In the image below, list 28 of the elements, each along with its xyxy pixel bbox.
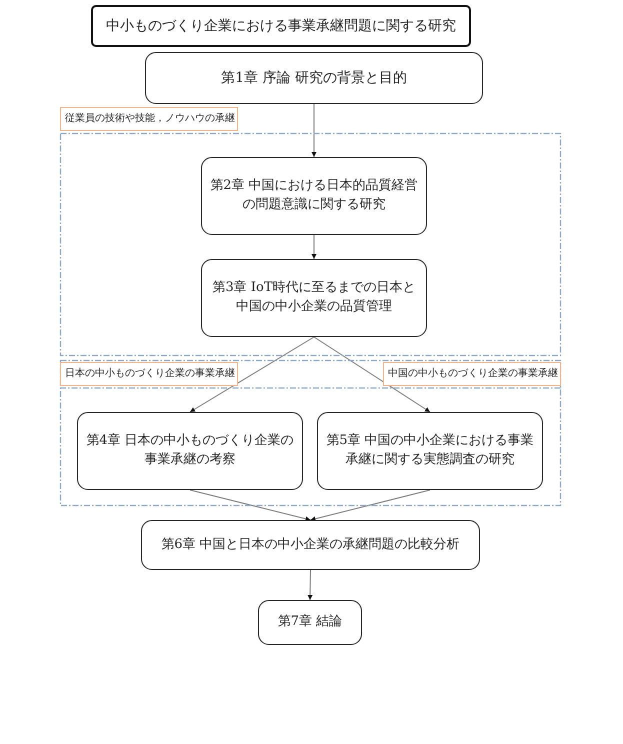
chapter-text: 第4章 日本の中小ものづくり企業の事業承継の考察 (86, 432, 294, 469)
chapter-box (317, 412, 543, 490)
arrow (308, 570, 313, 600)
arrow (312, 104, 316, 158)
arrow (310, 490, 430, 522)
arrow (314, 336, 430, 412)
section-label: 従業員の技術や技能，ノウハウの承継 (60, 107, 238, 131)
title-text: 中小ものづくり企業における事業承継問題に関する研究 (106, 17, 456, 35)
chapter-text: 第6章 中国と日本の中小企業の承継問題の比較分析 (161, 536, 460, 554)
dashed-region (60, 360, 561, 506)
arrow (312, 234, 316, 260)
chapter-text: 第5章 中国の中小企業における事業承継に関する実態調査の研究 (326, 432, 534, 469)
chapter-box (201, 259, 427, 337)
section-label: 中国の中小ものづくり企業の事業承継 (383, 362, 561, 386)
chapter-text: 第7章 結論 (278, 613, 342, 632)
chapter-box (141, 520, 480, 570)
chapter-box (77, 412, 303, 490)
title-box (91, 5, 471, 47)
chapter-text: 第3章 IoT時代に至るまでの日本と中国の中小企業の品質管理 (211, 279, 417, 316)
section-label: 日本の中小ものづくり企業の事業承継 (60, 362, 238, 386)
arrow (190, 336, 314, 412)
chapter-text: 第2章 中国における日本的品質経営の問題意識に関する研究 (210, 177, 418, 214)
chapter-box (145, 52, 483, 104)
chapter-box (258, 600, 362, 645)
arrow (190, 490, 311, 522)
dashed-region (60, 107, 561, 356)
chapter-box (201, 157, 427, 235)
chapter-text: 第1章 序論 研究の背景と目的 (221, 68, 407, 88)
